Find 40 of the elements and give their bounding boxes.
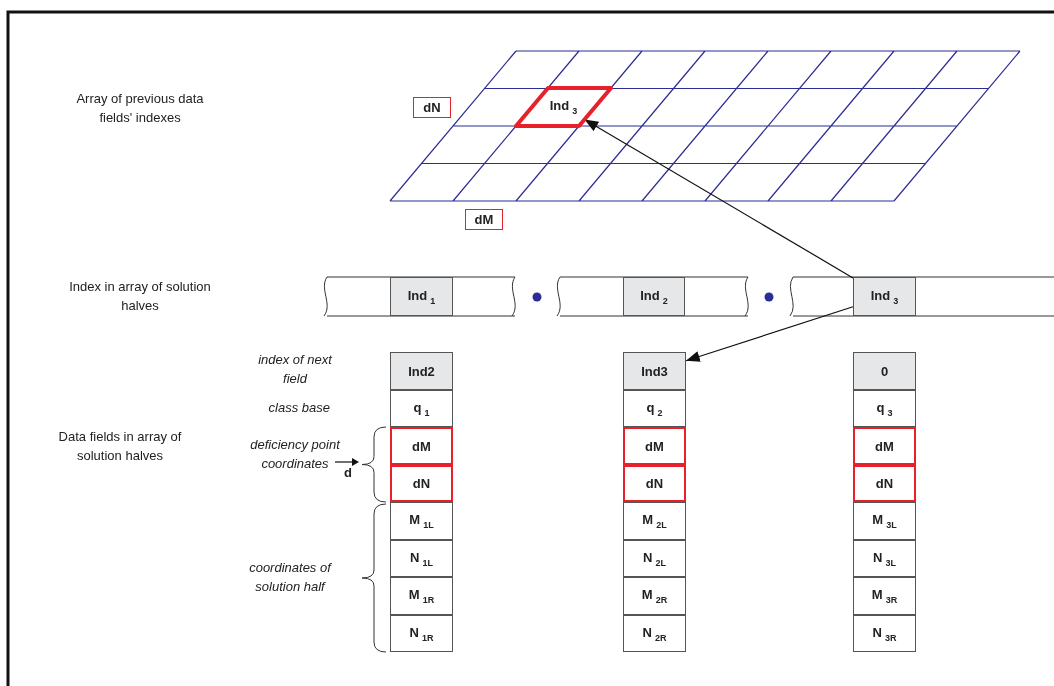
index-cell: 0	[853, 352, 916, 390]
data-cell: q$_{2}$	[623, 390, 686, 427]
highlighted-data-cell: dM	[853, 427, 916, 465]
data-cell: N$_{2R}$	[623, 615, 686, 652]
data-cell: N$_{3R}$	[853, 615, 916, 652]
data-cell: N$_{1L}$	[390, 540, 453, 577]
vector-symbol: d	[343, 464, 353, 482]
data-cell: M$_{3L}$	[853, 502, 916, 540]
index-cell: Ind$_{3}$	[853, 277, 916, 316]
data-cell: N$_{1R}$	[390, 615, 453, 652]
highlighted-data-cell: dN	[853, 465, 916, 502]
highlighted-grid-cell: Ind$_{3}$	[516, 88, 611, 126]
highlighted-data-cell: dM	[623, 427, 686, 465]
data-cell: M$_{2L}$	[623, 502, 686, 540]
data-cell: M$_{1L}$	[390, 502, 453, 540]
highlighted-data-cell: dN	[623, 465, 686, 502]
axis-tag: dN	[413, 97, 451, 118]
axis-tag: dM	[465, 209, 503, 230]
annotation-text: class base	[267, 399, 330, 417]
annotation-text: Index in array of solution halves	[68, 278, 212, 315]
index-cell: Ind$_{2}$	[623, 277, 685, 316]
annotation-text: deficiency point coordinates	[249, 436, 342, 473]
highlighted-data-cell: dM	[390, 427, 453, 465]
data-cell: N$_{3L}$	[853, 540, 916, 577]
data-cell: N$_{2L}$	[623, 540, 686, 577]
data-cell: q$_{3}$	[853, 390, 916, 427]
index-cell: Ind3	[623, 352, 686, 390]
arrow	[583, 118, 854, 279]
data-cell: M$_{2R}$	[623, 577, 686, 615]
annotation-text: Array of previous data fields' indexes	[75, 90, 205, 127]
data-cell: M$_{3R}$	[853, 577, 916, 615]
annotation-text: coordinates of solution half	[248, 559, 333, 596]
index-cell: Ind$_{1}$	[390, 277, 453, 316]
data-cell: q$_{1}$	[390, 390, 453, 427]
arrow	[685, 306, 854, 362]
data-cell: M$_{1R}$	[390, 577, 453, 615]
index-cell: Ind2	[390, 352, 453, 390]
highlighted-data-cell: dN	[390, 465, 453, 502]
annotation-text: index of next field	[257, 351, 334, 388]
annotation-text: Data fields in array of solution halves	[57, 428, 183, 465]
